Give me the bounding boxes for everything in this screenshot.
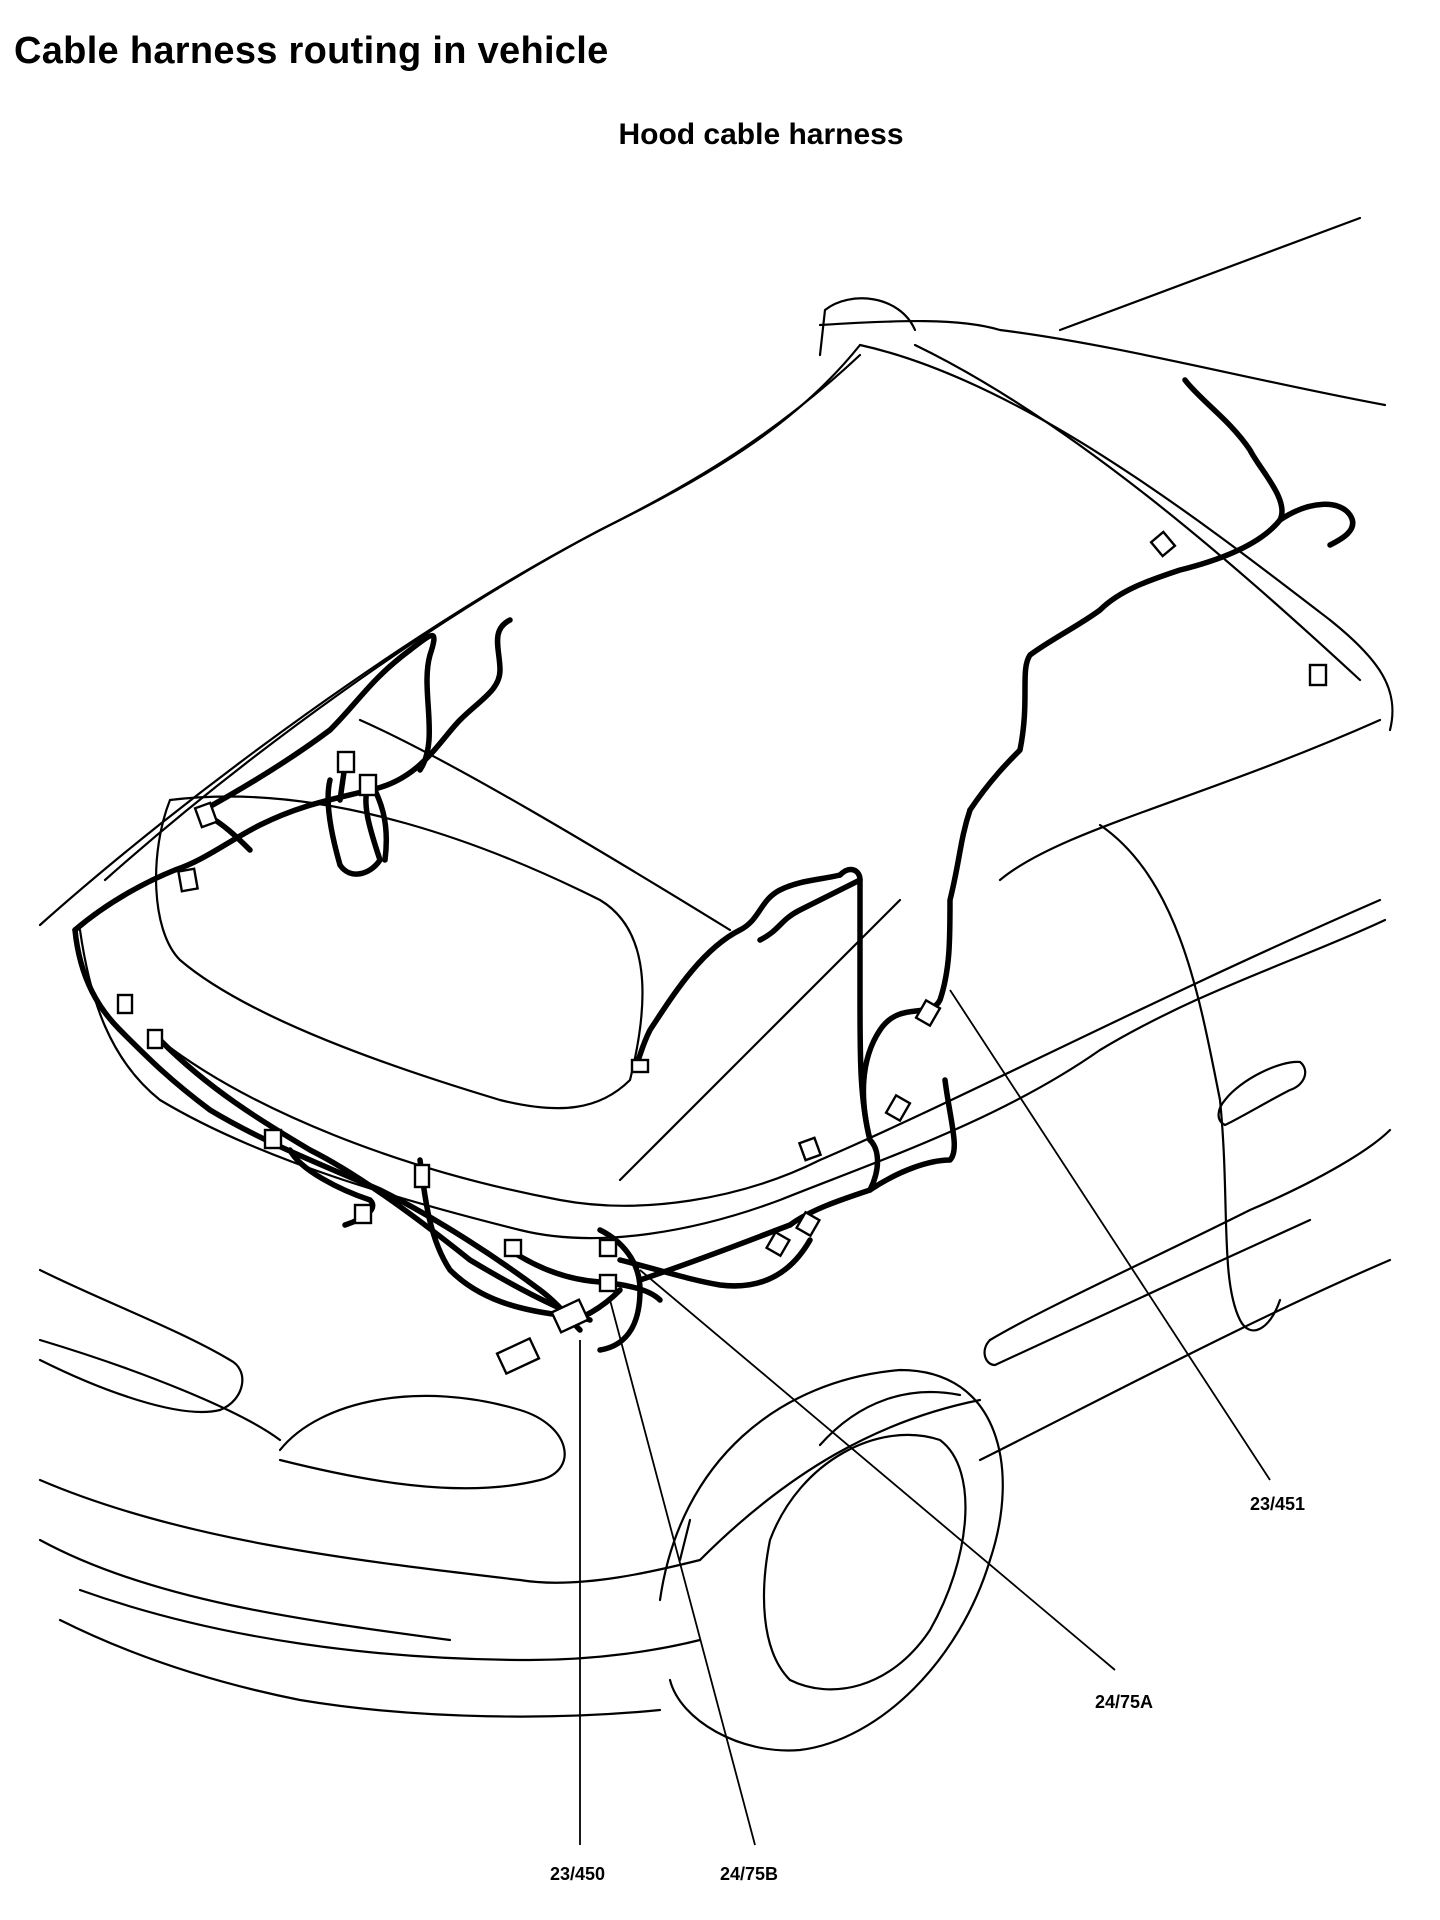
callout-24-75b: 24/75B: [720, 1864, 778, 1884]
callout-23-450: 23/450: [550, 1864, 605, 1884]
page-title: Cable harness routing in vehicle: [14, 30, 609, 72]
diagram-title: Hood cable harness: [618, 118, 904, 151]
callout-23-451: 23/451: [1250, 1494, 1305, 1514]
vehicle-body-outline: [38, 216, 1394, 1752]
harness-connectors: [116, 530, 1328, 1376]
callout-leaders: [579, 989, 1271, 1846]
hood-wiring-harness: [72, 377, 1356, 1353]
callout-24-75a: 24/75A: [1095, 1692, 1153, 1712]
